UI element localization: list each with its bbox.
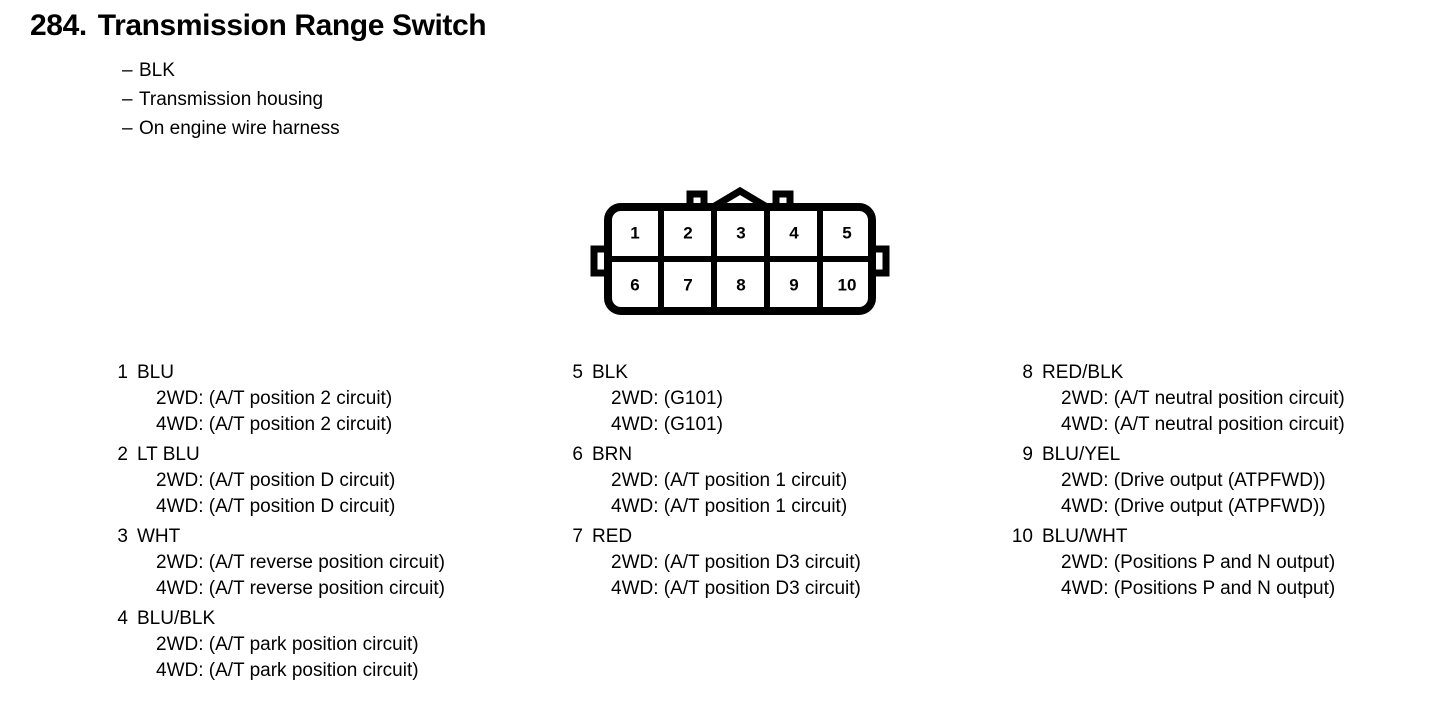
dash-bullet-icon: –	[122, 118, 133, 139]
pin-circuit-description: 2WD: (A/T park position circuit)	[156, 634, 419, 655]
pin-wire-color: BLU/WHT	[1042, 526, 1128, 547]
pin-legend-column-3: 8 RED/BLK 2WD: (A/T neutral position circu…	[1005, 360, 1345, 606]
pin-header: 7 RED	[555, 524, 861, 550]
connector-pin-1: 1	[630, 223, 639, 242]
pin-circuit-description: 2WD: (A/T position D circuit)	[156, 470, 396, 491]
pin-entry: 5 BLK 2WD: (G101) 4WD: (G101)	[555, 360, 861, 438]
pin-legend-column-1: 1 BLU 2WD: (A/T position 2 circuit) 4WD: (A…	[100, 360, 445, 688]
pin-header: 10 BLU/WHT	[1005, 524, 1345, 550]
pin-entry: 7 RED 2WD: (A/T position D3 circuit) 4WD: (…	[555, 524, 861, 602]
pin-circuit-description: 4WD: (A/T neutral position circuit)	[1061, 414, 1345, 435]
pin-header: 3 WHT	[100, 524, 445, 550]
pin-circuit-description: 4WD: (A/T position D circuit)	[156, 496, 396, 517]
pin-header: 1 BLU	[100, 360, 445, 386]
connector-pin-2: 2	[683, 223, 692, 242]
pin-circuit-description: 4WD: (A/T position 1 circuit)	[611, 496, 848, 517]
pin-circuit-description: 4WD: (A/T position 2 circuit)	[156, 414, 393, 435]
pin-legend-column-2: 5 BLK 2WD: (G101) 4WD: (G101) 6 BRN 2WD: (A/T …	[555, 360, 861, 606]
attribute-label: Transmission housing	[139, 89, 324, 110]
pin-circuit-description: 4WD: (A/T position D3 circuit)	[611, 578, 861, 599]
connector-pin-4: 4	[789, 223, 799, 242]
pin-number: 3	[117, 526, 128, 547]
pin-entry: 4 BLU/BLK 2WD: (A/T park position circuit)…	[100, 606, 445, 684]
pin-entry: 9 BLU/YEL 2WD: (Drive output (ATPFWD)) 4WD:…	[1005, 442, 1345, 520]
page-title-text: Transmission Range Switch	[97, 9, 487, 42]
pin-number: 7	[572, 526, 583, 547]
connector-pin-numbers: 1 2 3 4 5 6 7 8 9 10	[630, 223, 856, 294]
connector-pin-3: 3	[736, 223, 745, 242]
pin-circuit-description: 2WD: (A/T position 2 circuit)	[156, 388, 393, 409]
page-title: 284. Transmission Range Switch	[30, 6, 487, 46]
pin-circuit-description: 4WD: (G101)	[611, 414, 723, 435]
pin-circuit-description: 4WD: (Positions P and N output)	[1061, 578, 1336, 599]
pin-wire-color: BRN	[592, 444, 633, 465]
dash-bullet-icon: –	[122, 60, 133, 81]
connector-diagram: 1 2 3 4 5 6 7 8 9 10	[590, 186, 890, 321]
pin-header: 8 RED/BLK	[1005, 360, 1345, 386]
attribute-label: BLK	[139, 60, 175, 81]
dash-bullet-icon: –	[122, 89, 133, 110]
pin-entry: 2 LT BLU 2WD: (A/T position D circuit) 4WD:…	[100, 442, 445, 520]
pin-wire-color: LT BLU	[137, 444, 200, 465]
attribute-row: –BLK	[122, 56, 340, 85]
connector-pin-5: 5	[842, 223, 851, 242]
pin-circuit-description: 4WD: (A/T park position circuit)	[156, 660, 419, 681]
pin-wire-color: BLU/BLK	[137, 608, 216, 629]
pin-header: 9 BLU/YEL	[1005, 442, 1345, 468]
pin-wire-color: RED	[592, 526, 633, 547]
pin-number: 1	[117, 362, 128, 383]
connector-pin-8: 8	[736, 275, 745, 294]
connector-cell-grid	[608, 207, 872, 311]
attribute-label: On engine wire harness	[139, 118, 340, 139]
pin-circuit-description: 2WD: (Positions P and N output)	[1061, 552, 1336, 573]
pin-header: 6 BRN	[555, 442, 861, 468]
attribute-list: –BLK–Transmission housing–On engine wire…	[122, 56, 340, 143]
connector-pin-6: 6	[630, 275, 639, 294]
pin-wire-color: BLK	[592, 362, 628, 383]
pin-number: 8	[1022, 362, 1033, 383]
page-title-number: 284.	[30, 9, 87, 42]
pin-number: 5	[572, 362, 583, 383]
pin-entry: 3 WHT 2WD: (A/T reverse position circuit) 4…	[100, 524, 445, 602]
pin-circuit-description: 4WD: (A/T reverse position circuit)	[156, 578, 445, 599]
pin-entry: 10 BLU/WHT 2WD: (Positions P and N output)…	[1005, 524, 1345, 602]
pin-entry: 1 BLU 2WD: (A/T position 2 circuit) 4WD: (A…	[100, 360, 445, 438]
pin-header: 4 BLU/BLK	[100, 606, 445, 632]
attribute-row: –On engine wire harness	[122, 114, 340, 143]
pin-wire-color: RED/BLK	[1042, 362, 1124, 383]
pin-wire-color: BLU	[137, 362, 174, 383]
pin-number: 10	[1011, 526, 1033, 547]
pin-wire-color: WHT	[137, 526, 181, 547]
pin-number: 9	[1022, 444, 1033, 465]
connector-pin-7: 7	[683, 275, 692, 294]
pin-circuit-description: 4WD: (Drive output (ATPFWD))	[1061, 496, 1326, 517]
pin-wire-color: BLU/YEL	[1042, 444, 1121, 465]
title-block: 284. Transmission Range Switch	[30, 6, 487, 46]
connector-pin-10: 10	[838, 275, 857, 294]
pin-circuit-description: 2WD: (A/T reverse position circuit)	[156, 552, 445, 573]
pin-circuit-description: 2WD: (A/T position 1 circuit)	[611, 470, 848, 491]
pin-header: 2 LT BLU	[100, 442, 445, 468]
pin-header: 5 BLK	[555, 360, 861, 386]
pin-circuit-description: 2WD: (Drive output (ATPFWD))	[1061, 470, 1326, 491]
pin-circuit-description: 2WD: (A/T neutral position circuit)	[1061, 388, 1345, 409]
pin-entry: 6 BRN 2WD: (A/T position 1 circuit) 4WD: (A…	[555, 442, 861, 520]
pin-number: 2	[117, 444, 128, 465]
pin-circuit-description: 2WD: (A/T position D3 circuit)	[611, 552, 861, 573]
pin-number: 4	[117, 608, 128, 629]
pin-entry: 8 RED/BLK 2WD: (A/T neutral position circu…	[1005, 360, 1345, 438]
pin-number: 6	[572, 444, 583, 465]
pin-circuit-description: 2WD: (G101)	[611, 388, 723, 409]
connector-pin-9: 9	[789, 275, 798, 294]
attribute-row: –Transmission housing	[122, 85, 340, 114]
